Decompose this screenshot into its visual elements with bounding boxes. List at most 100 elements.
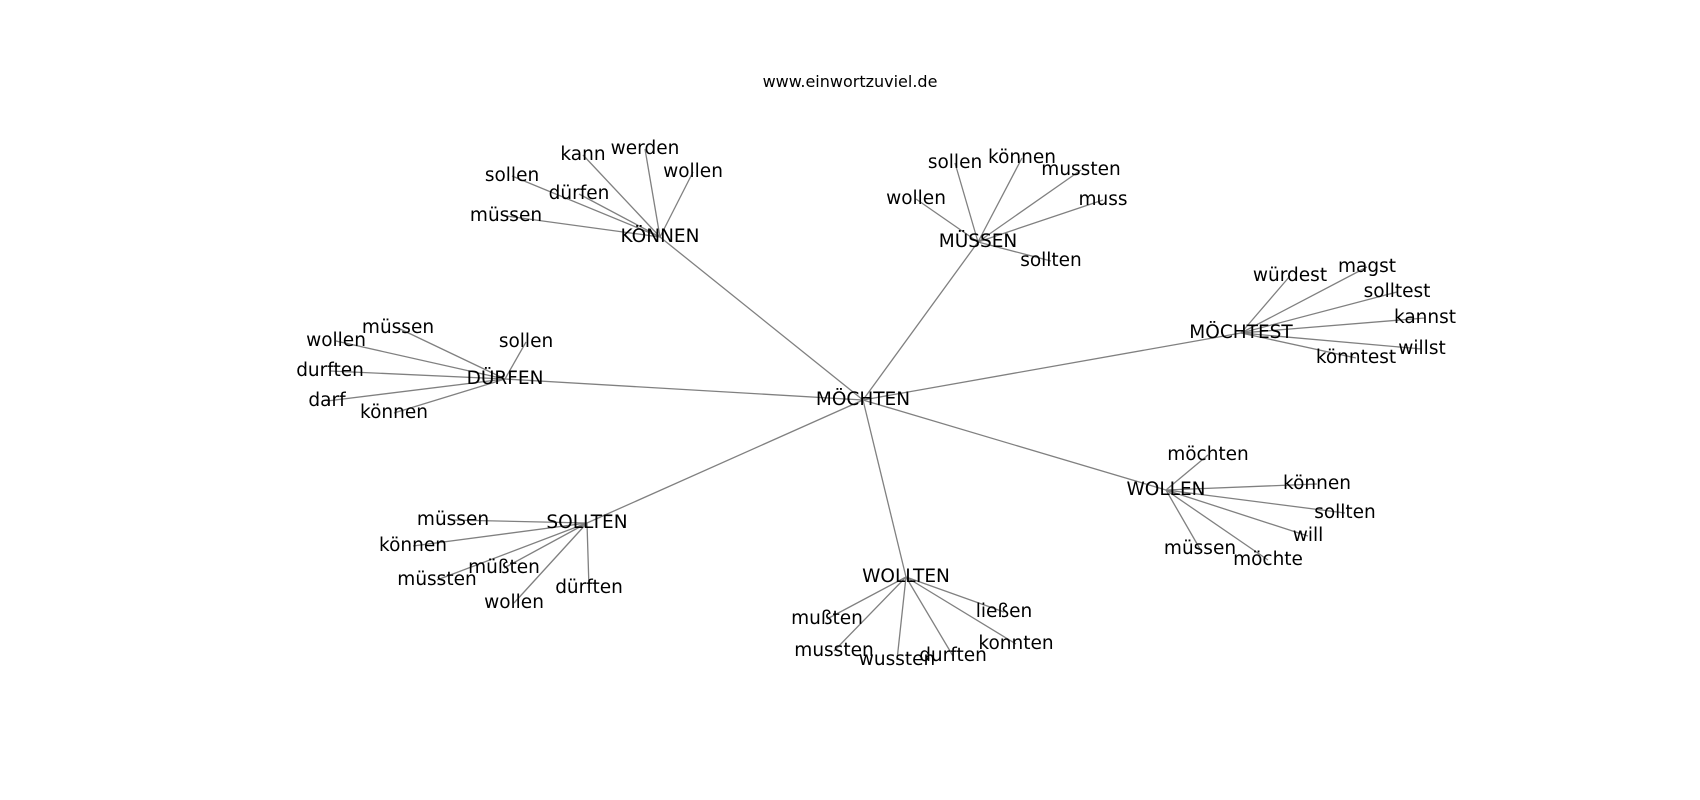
hub-node-label-mochtest: MÖCHTEST	[1189, 321, 1293, 343]
edge-mussen-5	[977, 241, 1052, 262]
leaf-node-label: müßten	[468, 557, 540, 578]
edge-durfen-3	[329, 370, 506, 380]
edge-wollten-1	[826, 576, 907, 620]
leaf-node-label: sollen	[928, 152, 982, 173]
edge-sollten-0	[452, 519, 588, 524]
leaf-node-label: sollten	[1020, 250, 1082, 271]
leaf-node-label: könntest	[1316, 347, 1396, 368]
edge-mochtest-2	[1240, 291, 1398, 334]
edge-wollten-4	[905, 576, 954, 657]
leaf-node-label: können	[379, 535, 447, 556]
hub-node-label-konnen: KÖNNEN	[621, 225, 700, 247]
edge-sollten-2	[503, 522, 588, 569]
leaf-node-label: können	[1283, 473, 1351, 494]
edge-konnen-2	[511, 175, 661, 238]
leaf-node-label: darf	[308, 390, 346, 411]
edge-konnen-5	[505, 215, 661, 238]
edge-durfen-4	[326, 378, 506, 402]
leaf-node-label: müssen	[362, 317, 434, 338]
hub-node-label-mussen: MÜSSEN	[939, 230, 1018, 252]
edge-konnen-4	[578, 193, 661, 238]
edge-konnen-3	[659, 171, 694, 238]
leaf-node-label: will	[1293, 525, 1324, 546]
leaf-node-label: wollen	[663, 161, 723, 182]
hub-node-label-sollten: SOLLTEN	[546, 512, 627, 533]
edge-durfen-5	[393, 378, 506, 414]
edge-wollen-1	[1165, 483, 1318, 491]
edge-mochtest-0	[1240, 275, 1291, 334]
edge-mochtest-4	[1240, 332, 1423, 350]
leaf-node-label: können	[360, 402, 428, 423]
edge-wollen-3	[1165, 489, 1309, 537]
leaf-node-label: wollen	[306, 330, 366, 351]
edge-mussen-1	[977, 157, 1023, 243]
hub-node-label-wollen: WOLLEN	[1127, 479, 1206, 500]
edge-center-wollen	[862, 399, 1167, 491]
leaf-node-label: solltest	[1364, 281, 1431, 302]
edge-wollen-2	[1165, 489, 1346, 514]
leaf-node-label: wollen	[484, 592, 544, 613]
edge-center-sollten	[586, 399, 864, 524]
leaf-node-label: ließen	[976, 601, 1032, 622]
leaf-node-label: dürften	[555, 577, 623, 598]
edge-sollten-4	[586, 522, 590, 589]
leaf-node-label: mussten	[794, 640, 873, 661]
edge-wollten-5	[896, 576, 907, 661]
edge-center-wollten	[862, 399, 907, 578]
edge-durfen-2	[504, 341, 527, 380]
edge-wollen-5	[1165, 489, 1269, 561]
leaf-node-label: müssen	[1164, 538, 1236, 559]
leaf-node-label: wollen	[886, 188, 946, 209]
edges-layer	[326, 148, 1426, 661]
leaf-node-label: würdest	[1253, 265, 1327, 286]
edge-wollten-2	[905, 576, 1017, 645]
leaf-node-label: können	[988, 147, 1056, 168]
hub-node-label-wollten: WOLLTEN	[862, 566, 950, 587]
leaf-node-label: kann	[560, 144, 605, 165]
edge-mussen-0	[954, 162, 979, 243]
edge-center-mochtest	[862, 332, 1242, 401]
edge-wollten-0	[905, 576, 1005, 613]
leaf-node-label: konnten	[978, 633, 1053, 654]
edge-wollen-4	[1165, 489, 1201, 550]
leaf-node-label: mußten	[791, 608, 863, 629]
leaf-node-label: sollen	[485, 165, 539, 186]
edge-durfen-0	[397, 327, 506, 380]
leaf-node-label: willst	[1398, 338, 1445, 359]
leaf-node-label: sollen	[499, 331, 553, 352]
leaf-node-label: magst	[1338, 256, 1396, 277]
edge-sollten-5	[513, 522, 588, 604]
leaf-node-label: durften	[919, 645, 987, 666]
leaf-node-label: müssen	[470, 205, 542, 226]
center-node-label: MÖCHTEN	[816, 388, 910, 410]
edge-mochtest-3	[1240, 317, 1426, 334]
edge-center-mussen	[862, 241, 979, 401]
leaf-node-label: kannst	[1394, 307, 1456, 328]
leaf-node-label: möchte	[1233, 549, 1303, 570]
edge-wollen-0	[1165, 454, 1209, 491]
edge-konnen-0	[582, 154, 661, 238]
leaf-node-label: mussten	[1041, 159, 1120, 180]
edge-center-konnen	[659, 236, 864, 401]
hub-node-label-durfen: DÜRFEN	[467, 367, 544, 389]
edge-sollten-1	[412, 522, 588, 547]
leaf-node-label: muss	[1078, 189, 1127, 210]
leaf-node-label: müssten	[397, 569, 476, 590]
edge-mussen-4	[977, 199, 1104, 243]
leaf-node-label: wussten	[859, 649, 936, 670]
edge-mussen-3	[915, 198, 979, 243]
leaf-node-label: möchten	[1167, 444, 1249, 465]
leaf-node-label: werden	[611, 138, 680, 159]
edge-mochtest-1	[1240, 266, 1368, 334]
leaf-node-label: müssen	[417, 509, 489, 530]
edge-sollten-3	[436, 522, 588, 581]
leaf-node-label: sollten	[1314, 502, 1376, 523]
leaf-node-label: durften	[296, 360, 364, 381]
edge-mussen-2	[977, 169, 1082, 243]
edge-konnen-1	[644, 148, 661, 238]
site-title: www.einwortzuviel.de	[762, 72, 938, 91]
edge-durfen-1	[335, 340, 506, 380]
edge-center-durfen	[504, 378, 864, 401]
